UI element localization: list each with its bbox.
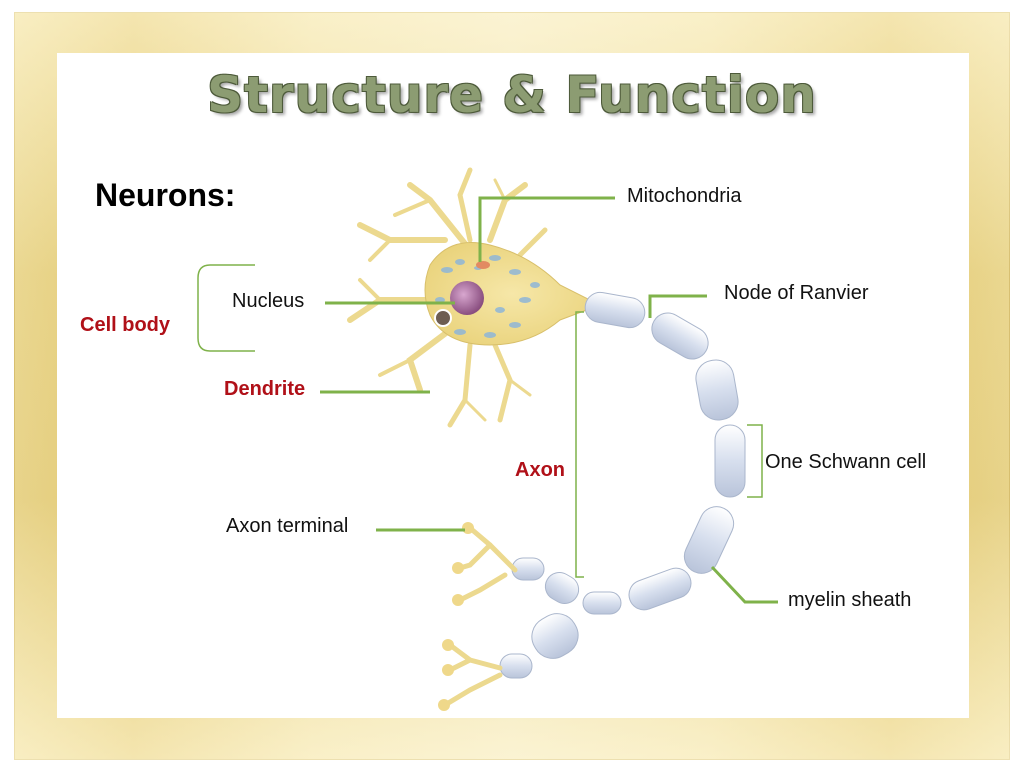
label-myelin-sheath: myelin sheath [788, 589, 912, 611]
nucleolus [434, 309, 452, 327]
organelles [435, 255, 540, 338]
terminal-buttons [438, 522, 474, 711]
cell-body-bracket [197, 264, 255, 352]
axon-terminal-branches [442, 525, 518, 708]
label-one-schwann-cell: One Schwann cell [765, 451, 927, 473]
slide-title: Structure & Function [207, 66, 817, 124]
nucleus-shape [450, 281, 484, 315]
mitochondrion-shape [476, 261, 490, 269]
label-node-of-ranvier: Node of Ranvier [724, 282, 869, 304]
axon-bracket [575, 311, 584, 578]
myelin-segments [499, 291, 746, 679]
cell-body-shape [424, 242, 602, 346]
label-dendrite: Dendrite [224, 378, 306, 400]
label-nucleus: Nucleus [232, 290, 305, 312]
slide-canvas [57, 53, 969, 718]
label-cell-body: Cell body [80, 314, 171, 336]
label-mitochondria: Mitochondria [627, 185, 742, 207]
label-axon-terminal: Axon terminal [226, 515, 349, 537]
neurons-heading: Neurons: [95, 177, 236, 213]
schwann-cell-bracket [747, 424, 763, 498]
leader-lines [320, 196, 778, 604]
dendrites [347, 167, 548, 428]
label-axon: Axon [515, 459, 565, 481]
